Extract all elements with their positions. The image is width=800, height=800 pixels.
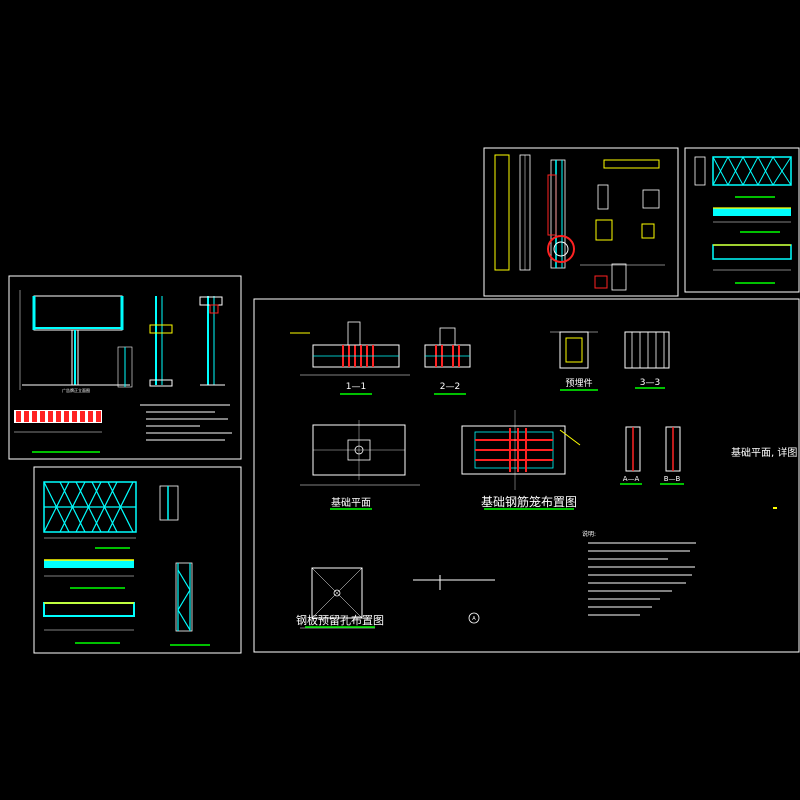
steel-plate-hole-layout-drawing	[300, 567, 375, 629]
label-section-3-3: 3—3	[640, 378, 660, 388]
section-3-3-drawing	[624, 331, 670, 389]
label-embedded-part: 预埋件	[565, 377, 592, 389]
label-steel-plate-hole-layout: 钢板预留孔布置图	[296, 613, 384, 627]
embedded-part-drawing	[550, 331, 598, 391]
label-foundation-rebar-layout: 基础钢筋笼布置图	[481, 494, 577, 509]
sheet-foundation	[253, 298, 800, 653]
section-b-b-drawing	[660, 426, 684, 485]
section-a-a-drawing	[620, 426, 642, 485]
sheet-billboard-elevation: 广告牌正立面图	[8, 275, 242, 460]
anchor-detail-drawing	[413, 575, 495, 624]
label-section-2-2: 2—2	[440, 382, 460, 392]
foundation-plan-drawing	[300, 420, 420, 510]
label-foundation-plan-detail: 基础平面, 详图	[731, 446, 797, 459]
label-section-b-b: B—B	[664, 475, 681, 483]
notes-lines	[588, 542, 696, 616]
sheet-lattice-bracing	[684, 147, 800, 293]
svg-text:广告牌正立面图: 广告牌正立面图	[62, 387, 90, 393]
label-foundation-plan: 基础平面	[331, 496, 371, 509]
label-section-a-a: A—A	[623, 475, 640, 483]
label-section-1-1: 1—1	[346, 382, 366, 392]
sheet-column-details	[483, 147, 679, 297]
label-circle-marker: A	[472, 616, 476, 622]
label-notes-heading: 说明:	[582, 530, 596, 538]
sheet-panel-layout	[33, 466, 242, 654]
section-1-1-drawing	[290, 321, 410, 395]
foundation-rebar-layout-drawing	[461, 410, 581, 510]
section-2-2-drawing	[424, 327, 471, 395]
